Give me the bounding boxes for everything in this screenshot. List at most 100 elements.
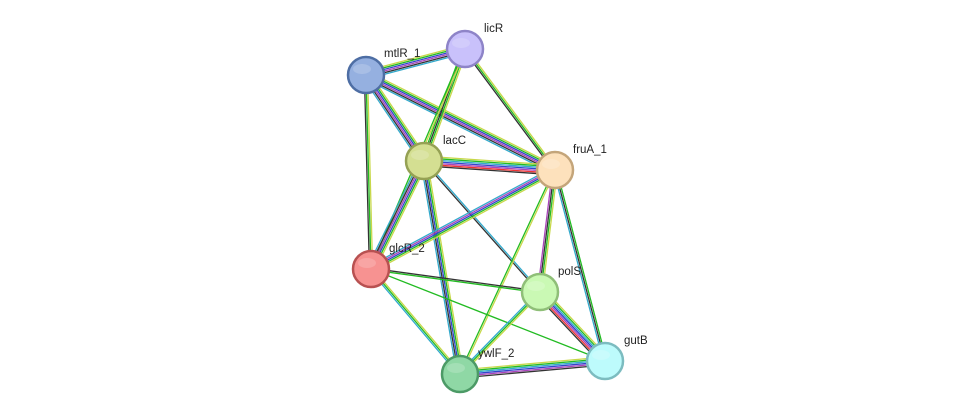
edge-line-blue [371,160,426,271]
edge-line-blue [365,73,557,170]
edge-lacC-ywlF_2 [420,159,464,376]
edge-line-yellow [460,169,557,375]
node-label: glcR_2 [389,243,425,255]
edge-line-cyan [552,169,605,363]
edge-glcR_2-polS [370,267,541,294]
edge-line-cyan [369,269,460,376]
edge-line-black [363,74,371,270]
edge-line-yellow [423,155,556,166]
node-label: ywlF_2 [478,348,514,360]
node-polS[interactable]: polS [520,266,581,312]
edge-line-cyan [363,77,554,175]
edge-lacC-glcR_2 [366,158,429,272]
edge-line-yellow [371,267,462,374]
node-mtlR_1[interactable]: mtlR_1 [346,48,420,95]
node-ywlF_2[interactable]: ywlF_2 [440,348,514,394]
edge-lacC-polS [422,159,542,294]
edge-line-blue [423,160,556,171]
edge-line-purple [536,169,554,293]
edge-line-purple [364,75,556,172]
edge-line-black [364,76,555,173]
node-fruA_1[interactable]: fruA_1 [535,144,607,190]
node-highlight [447,363,465,373]
edge-glcR_2-gutB [370,268,606,362]
node-highlight [527,281,545,291]
node-circle[interactable] [520,272,560,312]
node-layer: licR mtlR_1 lacC fruA_1 glcR_2 polS gutB ywlF_2 [346,23,648,394]
node-circle[interactable] [535,150,575,190]
node-label: polS [558,266,581,278]
edge-lacC-fruA_1 [423,155,556,176]
node-highlight [353,64,371,74]
edge-line-cyan [423,158,556,170]
edge-line-green [366,72,557,169]
edge-line-green [372,161,427,271]
node-gutB[interactable]: gutB [585,335,648,381]
node-circle[interactable] [440,354,480,394]
edge-line-black [421,160,460,375]
node-label: gutB [624,335,648,347]
node-circle[interactable] [445,29,485,69]
edge-line-cyan [423,159,542,293]
edge-line-black [538,169,555,293]
edge-line-black [423,165,556,176]
edge-line-cyan [459,359,606,374]
node-label: licR [484,23,503,35]
edge-mtlR_1-fruA_1 [363,70,558,175]
node-circle[interactable] [346,55,386,95]
node-highlight [592,350,610,360]
node-label: mtlR_1 [384,48,420,60]
node-circle[interactable] [404,141,444,181]
edge-layer [362,44,610,379]
edge-glcR_2-ywlF_2 [369,267,462,376]
node-licR[interactable]: licR [445,23,503,69]
edge-line-black [459,364,607,379]
node-lacC[interactable]: lacC [404,135,466,181]
edge-line-red [423,163,556,174]
edge-line-green [365,74,372,270]
edge-line-cyan [366,158,422,268]
edge-line-green [424,160,463,375]
edge-line-green [464,48,556,171]
edge-fruA_1-polS [536,169,559,293]
edge-line-yellow [425,49,468,163]
node-circle[interactable] [351,249,391,289]
edge-line-black [463,49,555,172]
edge-line-green [423,157,556,168]
node-highlight [358,258,376,268]
edge-line-yellow [371,172,558,273]
edge-line-purple [459,362,606,378]
edge-line-purple [423,161,556,173]
edge-line-black [370,267,541,292]
edge-line-yellow [541,169,559,293]
edge-line-cyan [368,166,555,267]
node-glcR_2[interactable]: glcR_2 [351,243,425,289]
node-highlight [452,38,470,48]
edge-line-green [370,269,541,294]
edge-line-cyan [420,160,458,376]
edge-line-yellow [458,356,606,371]
edge-line-yellow [426,159,464,375]
edge-line-green [555,168,608,362]
edge-ywlF_2-gutB [458,356,607,379]
edge-line-yellow [373,162,429,272]
edge-line-green [370,268,606,362]
edge-line-yellow [465,47,557,170]
edge-line-green [540,169,557,293]
edge-line-yellow [367,70,558,168]
edge-line-black [368,159,423,269]
edge-line-green [458,169,555,375]
edge-fruA_1-ywlF_2 [458,169,557,375]
edge-line-green [371,170,557,272]
edge-line-blue [459,361,606,376]
edge-line-yellow [366,74,374,270]
edge-mtlR_1-glcR_2 [363,74,374,270]
node-highlight [542,159,560,169]
edge-fruA_1-glcR_2 [368,166,558,273]
edge-line-blue [370,169,556,270]
node-circle[interactable] [585,341,625,381]
edge-line-black [554,169,606,362]
edge-line-blue [423,160,461,375]
edge-licR-fruA_1 [463,47,557,172]
